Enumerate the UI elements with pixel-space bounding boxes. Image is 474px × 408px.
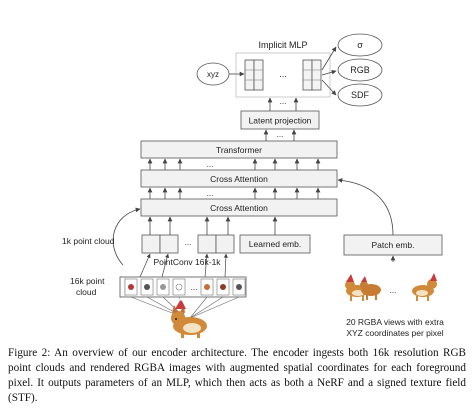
xyz-label: xyz xyxy=(207,70,219,79)
mlp-input-layer xyxy=(244,59,264,91)
cross-attention-top-label: Cross Attention xyxy=(210,174,268,184)
ca-input-ellipsis: ... xyxy=(207,189,214,198)
sixteen-k-label-line2: cloud xyxy=(76,287,97,297)
pointconv-label: PointConv 16k-1k xyxy=(153,257,221,267)
latent-ellipsis: ... xyxy=(277,130,284,139)
patch-emb-to-cross-attention-arrow xyxy=(337,178,394,236)
sixteen-k-label-line1: 16k point xyxy=(70,276,105,286)
output-sdf-node xyxy=(337,83,383,107)
point-cloud-points: ... xyxy=(124,277,246,297)
arrows-tokens-to-ca2 xyxy=(147,216,278,235)
arrows-ca2-to-ca1 xyxy=(147,187,321,199)
mlp-group-frame xyxy=(235,52,331,98)
rgba-view-thumbnail-3 xyxy=(412,273,437,301)
cross-attention-bottom-box xyxy=(140,198,338,217)
output-sigma-label: σ xyxy=(357,40,363,50)
learned-emb-box xyxy=(239,234,311,254)
mlp-params-ellipsis: ... xyxy=(280,97,287,106)
transformer-box xyxy=(140,140,338,159)
patch-emb-label: Patch emb. xyxy=(372,240,415,250)
point-token-ellipsis: ... xyxy=(185,238,192,247)
figure-caption: Figure 2: An overview of our encoder arc… xyxy=(8,347,466,404)
patch-emb-box xyxy=(343,234,443,256)
implicit-mlp-label: Implicit MLP xyxy=(258,40,307,50)
transformer-label: Transformer xyxy=(216,145,262,155)
learned-emb-label: Learned emb. xyxy=(249,239,301,249)
pointcloud-to-cross-attention-arrow xyxy=(112,207,141,266)
point-cloud-ellipsis: ... xyxy=(191,283,198,292)
arrows-ca1-to-transformer xyxy=(147,158,321,170)
cross-attention-top-box xyxy=(140,169,338,188)
mlp-ellipsis: ... xyxy=(279,69,287,79)
output-rgb-node xyxy=(337,58,383,82)
output-rgb-label: RGB xyxy=(350,65,370,75)
rgba-views-ellipsis: ... xyxy=(390,286,397,295)
point-tokens-right xyxy=(197,234,235,254)
pointconv-arrows xyxy=(139,253,228,278)
output-sdf-label: SDF xyxy=(351,90,370,100)
one-k-point-cloud-label: 1k point cloud xyxy=(62,236,115,246)
point-tokens-left xyxy=(141,234,179,254)
cross-attention-bottom-label: Cross Attention xyxy=(210,203,268,213)
rgba-view-thumbnail-2 xyxy=(360,276,381,300)
output-sigma-node xyxy=(337,33,383,57)
rgba-views-label-line1: 20 RGBA views with extra xyxy=(346,317,444,327)
transformer-input-ellipsis: ... xyxy=(207,160,214,169)
corgi-point-cloud-image xyxy=(171,297,207,338)
latent-projection-label: Latent projection xyxy=(249,116,312,126)
rgba-views-label-line2: XYZ coordinates per pixel xyxy=(346,328,443,338)
architecture-diagram: Implicit MLP xyz ... σ RGB SDF ... Laten… xyxy=(62,33,444,338)
mlp-output-layer xyxy=(302,59,322,91)
rgba-view-thumbnail-1 xyxy=(345,274,368,301)
latent-projection-box xyxy=(240,110,320,130)
